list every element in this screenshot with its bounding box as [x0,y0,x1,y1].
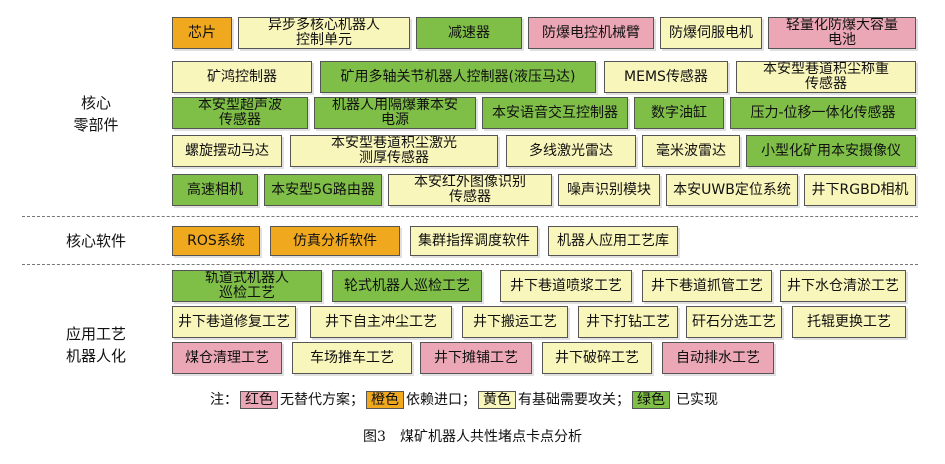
section-label-application: 应用工艺 机器人化 [65,325,126,365]
box-handling: 井下搬运工艺 [462,306,568,338]
section-label-core-software: 核心软件 [65,232,126,250]
box-spiral-swing-motor: 螺旋摆动马达 [172,135,282,167]
box-paving: 井下摊铺工艺 [420,342,532,374]
box-lightweight-battery: 轻量化防爆大容量 电池 [768,17,916,49]
legend-prefix: 注： [210,392,238,408]
box-multiline-lidar: 多线激光雷达 [506,135,636,167]
box-cluster-dispatch-software: 集群指挥调度软件 [410,226,538,256]
box-auto-dust-flush: 井下自主冲尘工艺 [310,306,452,338]
box-auto-drainage: 自动排水工艺 [662,342,774,374]
figure-caption: 图3 煤矿机器人共性堵点卡点分析 [0,426,945,446]
box-mmwave-radar: 毫米波雷达 [642,135,740,167]
box-ros-system: ROS系统 [172,226,260,256]
box-drilling: 井下打钻工艺 [578,306,678,338]
box-robot-process-library: 机器人应用工艺库 [548,226,678,256]
box-rgbd-camera: 井下RGBD相机 [804,174,916,206]
box-pipe-grabbing: 井下巷道抓管工艺 [642,270,772,302]
box-noise-recognition-module: 噪声识别模块 [558,174,660,206]
legend-green-swatch: 绿色 [632,391,670,409]
box-explosion-proof-robot-arm: 防爆电控机械臂 [528,17,654,49]
box-wheeled-inspection: 轮式机器人巡检工艺 [332,270,482,302]
box-high-speed-camera: 高速相机 [172,174,258,206]
box-crushing: 井下破碎工艺 [542,342,652,374]
box-uwb-positioning-system: 本安UWB定位系统 [666,174,798,206]
box-multi-axis-joint-controller: 矿用多轴关节机器人控制器(液压马达) [320,61,596,93]
box-ultrasonic-sensor: 本安型超声波 传感器 [172,97,308,129]
legend-yellow-text: 有基础需要攻关； [518,392,630,408]
box-chip: 芯片 [172,17,232,49]
legend: 注： 红色 无替代方案； 橙色 依赖进口； 黄色 有基础需要攻关； 绿色 已实现 [210,389,810,411]
box-kuanghong-controller: 矿鸿控制器 [172,61,312,93]
box-pressure-displacement-sensor: 压力-位移一体化传感器 [730,97,916,129]
box-gangue-sorting: 矸石分选工艺 [686,306,782,338]
box-async-multicore-control-unit: 异步多核心机器人 控制单元 [238,17,410,49]
legend-red-swatch: 红色 [240,391,278,409]
box-digital-cylinder: 数字油缸 [634,97,724,129]
box-reducer: 减速器 [416,17,522,49]
box-sump-dredging: 井下水仓清淤工艺 [780,270,906,302]
box-shotcrete: 井下巷道喷浆工艺 [500,270,632,302]
section-divider-2 [22,264,918,265]
box-roadway-repair: 井下巷道修复工艺 [172,306,296,338]
legend-orange-text: 依赖进口； [406,392,476,408]
box-yard-car-pushing: 车场推车工艺 [292,342,412,374]
legend-green-text: 已实现 [676,392,718,408]
box-rail-inspection: 轨道式机器人 巡检工艺 [172,270,322,302]
box-infrared-image-sensor: 本安红外图像识别 传感器 [388,174,552,206]
figure-title: 煤矿机器人共性堵点卡点分析 [399,429,582,445]
box-dust-weighing-sensor: 本安型巷道积尘称重 传感器 [736,61,916,93]
box-simulation-software: 仿真分析软件 [270,226,400,256]
box-voice-interaction-controller: 本安语音交互控制器 [482,97,628,129]
box-5g-router: 本安型5G路由器 [264,174,382,206]
box-mems-sensor: MEMS传感器 [604,61,728,93]
legend-red-text: 无替代方案； [280,392,364,408]
box-dust-laser-thickness-sensor: 本安型巷道积尘激光 测厚传感器 [290,135,498,167]
figure-number: 图3 [363,429,386,445]
box-idler-replacement: 托辊更换工艺 [792,306,906,338]
box-robot-power-supply: 机器人用隔爆兼本安 电源 [314,97,476,129]
box-intrinsic-safe-camera: 小型化矿用本安摄像仪 [746,135,916,167]
box-explosion-proof-servo-motor: 防爆伺服电机 [660,17,762,49]
box-bunker-cleaning: 煤仓清理工艺 [172,342,282,374]
legend-yellow-swatch: 黄色 [478,391,516,409]
section-label-core-parts: 核心 零部件 [73,94,119,134]
section-divider-1 [22,216,918,217]
legend-orange-swatch: 橙色 [366,391,404,409]
